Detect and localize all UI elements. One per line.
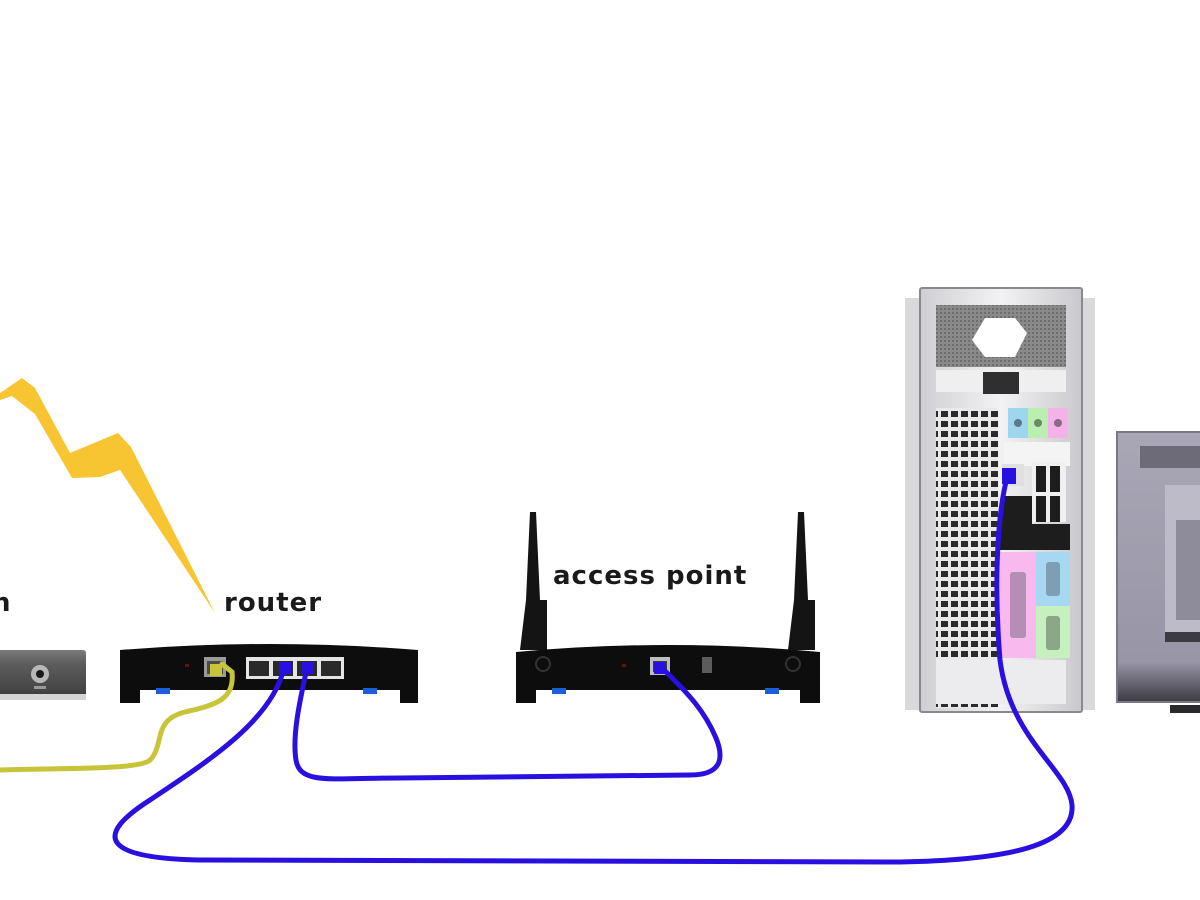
- modem-device: [0, 650, 86, 700]
- access-point-label: access point: [553, 561, 748, 591]
- router-device: [120, 644, 418, 703]
- power-socket: [983, 372, 1019, 394]
- lightning-bolt-icon: [0, 378, 215, 613]
- monitor-device: [1116, 431, 1200, 713]
- antenna-right: [788, 512, 815, 650]
- antenna-left: [520, 512, 547, 650]
- router-lan-ports: [246, 657, 344, 679]
- video-ports: [1000, 552, 1070, 658]
- ethernet-cable-router-to-access-point: [292, 665, 723, 782]
- fan-icon: [972, 318, 1027, 357]
- audio-ports: [1008, 408, 1068, 438]
- ethernet-cable-router-to-pc: [112, 471, 1075, 865]
- modem-label: n: [0, 588, 12, 618]
- usb-ports: [1002, 462, 1066, 524]
- wan-cable: [0, 661, 235, 773]
- router-label: router: [224, 588, 323, 618]
